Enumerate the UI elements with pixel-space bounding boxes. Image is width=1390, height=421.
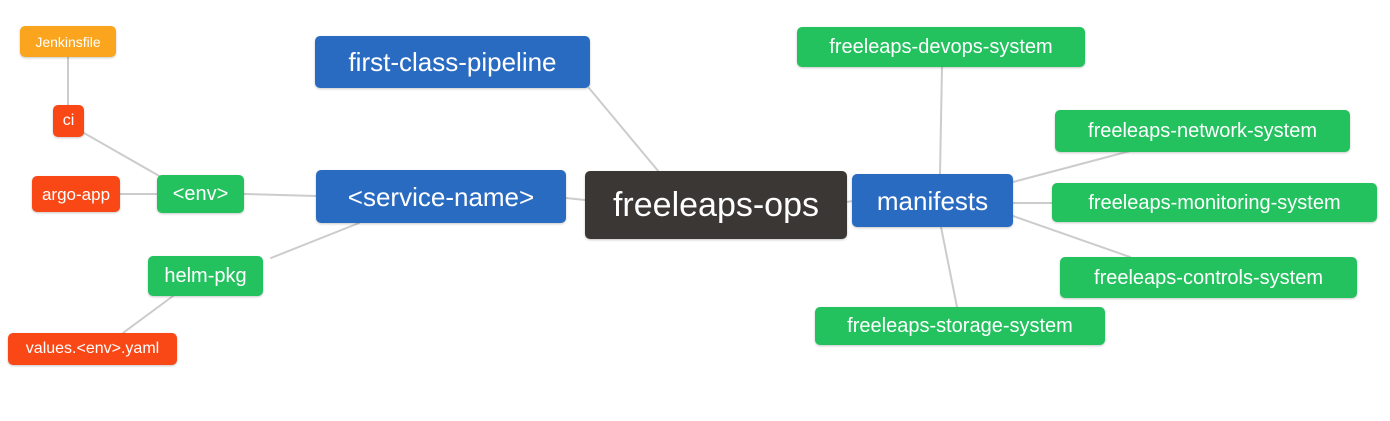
node-ci[interactable]: ci [53, 105, 84, 137]
node-freeleaps-ops[interactable]: freeleaps-ops [585, 171, 847, 239]
node-label: freeleaps-monitoring-system [1088, 191, 1341, 214]
node-label: freeleaps-network-system [1088, 120, 1317, 142]
node-devops-system[interactable]: freeleaps-devops-system [797, 27, 1085, 67]
edge-helm-pkg-values-env-yaml [122, 295, 174, 334]
edge-ci-env [83, 132, 162, 178]
node-controls-system[interactable]: freeleaps-controls-system [1060, 257, 1357, 298]
node-label: manifests [876, 185, 989, 216]
node-label: argo-app [41, 184, 111, 204]
node-label: freeleaps-devops-system [829, 36, 1053, 58]
edge-manifests-devops-system [939, 66, 943, 175]
node-monitoring-system[interactable]: freeleaps-monitoring-system [1052, 183, 1377, 222]
node-label: helm-pkg [164, 265, 247, 287]
edge-service-name-freeleaps-ops [565, 197, 586, 201]
node-manifests[interactable]: manifests [852, 174, 1013, 227]
node-label: <env> [172, 183, 229, 205]
edge-env-service-name [243, 193, 317, 197]
node-label: freeleaps-controls-system [1094, 266, 1323, 289]
node-first-class-pipeline[interactable]: first-class-pipeline [315, 36, 590, 88]
node-service-name[interactable]: <service-name> [316, 170, 566, 223]
node-jenkinsfile[interactable]: Jenkinsfile [20, 26, 116, 57]
edge-manifests-storage-system [940, 226, 958, 308]
node-values-env-yaml[interactable]: values.<env>.yaml [8, 333, 177, 365]
edge-first-class-pipeline-freeleaps-ops [588, 87, 660, 173]
node-network-system[interactable]: freeleaps-network-system [1055, 110, 1350, 152]
node-label: Jenkinsfile [35, 33, 101, 50]
edge-manifests-network-system [1012, 150, 1131, 183]
node-label: values.<env>.yaml [25, 340, 160, 357]
node-label: ci [62, 112, 75, 129]
edge-service-name-helm-pkg [270, 222, 360, 259]
node-label: <service-name> [347, 181, 535, 212]
node-label: freeleaps-ops [612, 186, 819, 224]
node-label: first-class-pipeline [348, 47, 557, 77]
node-label: freeleaps-storage-system [847, 315, 1073, 337]
node-env[interactable]: <env> [157, 175, 244, 213]
node-argo-app[interactable]: argo-app [32, 176, 120, 212]
edge-manifests-controls-system [1012, 215, 1131, 258]
node-storage-system[interactable]: freeleaps-storage-system [815, 307, 1105, 345]
node-helm-pkg[interactable]: helm-pkg [148, 256, 263, 296]
